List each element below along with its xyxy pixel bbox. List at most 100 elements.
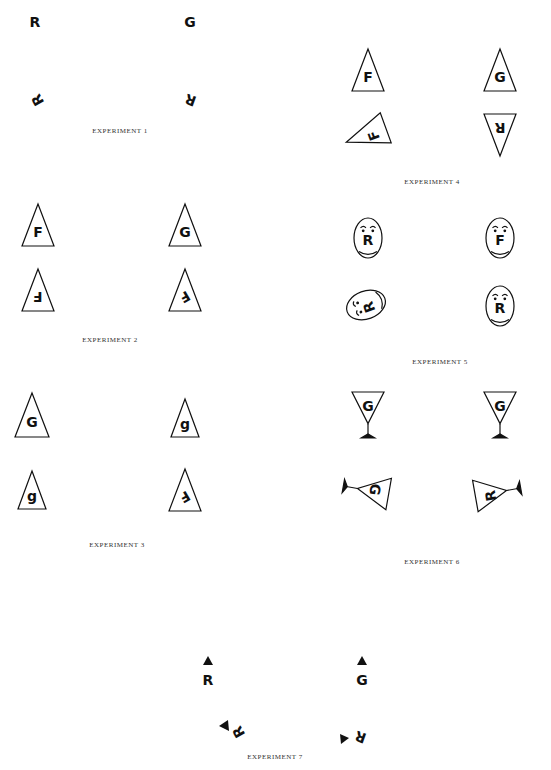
stimulus-letter: R bbox=[363, 233, 374, 247]
pointer-triangle bbox=[219, 720, 229, 731]
eye bbox=[357, 302, 359, 304]
stimulus-outline bbox=[483, 113, 517, 157]
stimulus-letter: G bbox=[362, 399, 374, 413]
face-outline bbox=[486, 218, 514, 258]
triangle-outline bbox=[341, 113, 391, 157]
triangle-outline bbox=[484, 114, 516, 156]
smile bbox=[491, 319, 509, 322]
stimulus-letter: R bbox=[30, 15, 41, 29]
face-stimulus: R bbox=[485, 285, 515, 327]
stimulus-outline bbox=[483, 391, 517, 439]
eyebrows bbox=[493, 226, 508, 228]
eye bbox=[494, 298, 496, 300]
stimulus-letter: R bbox=[229, 724, 247, 740]
triangle-stimulus: g bbox=[170, 398, 200, 438]
stimulus-letter: F bbox=[177, 489, 192, 506]
face-stimulus: R bbox=[341, 284, 391, 327]
stimulus-letter: G bbox=[179, 225, 191, 239]
goblet-stem bbox=[499, 424, 500, 435]
goblet-stimulus: G bbox=[339, 469, 392, 511]
goblet-bowl bbox=[352, 392, 384, 424]
stimulus-letter: G bbox=[494, 399, 506, 413]
face-outline bbox=[342, 285, 389, 325]
stimulus-letter: F bbox=[366, 129, 382, 143]
eye bbox=[494, 230, 496, 232]
face-stimulus: R bbox=[353, 217, 383, 259]
triangle-stimulus: G bbox=[168, 203, 202, 247]
stimulus-letter: F bbox=[33, 290, 43, 304]
stimulus-letter: G bbox=[356, 673, 368, 687]
panel-caption: EXPERIMENT 4 bbox=[404, 179, 459, 186]
goblet-base bbox=[493, 434, 507, 438]
face-outline bbox=[486, 286, 514, 326]
triangle-outline bbox=[22, 204, 54, 246]
triangle-stimulus: G bbox=[14, 392, 50, 438]
goblet-base bbox=[361, 434, 375, 438]
triangle-outline bbox=[169, 204, 201, 246]
stimulus-letter: F bbox=[363, 70, 373, 84]
stimulus-letter: G bbox=[367, 482, 383, 496]
stimulus-letter: G bbox=[494, 70, 506, 84]
stimulus-letter: R bbox=[495, 121, 506, 135]
eye bbox=[504, 230, 506, 232]
stimulus-letter: F bbox=[177, 289, 192, 306]
stimulus-letter: G bbox=[26, 415, 38, 429]
stimulus-letter: F bbox=[33, 225, 43, 239]
panel-caption: EXPERIMENT 1 bbox=[92, 128, 147, 135]
goblet-stimulus: G bbox=[351, 391, 385, 439]
triangle-stimulus: F bbox=[340, 112, 393, 159]
triangle-outline bbox=[171, 399, 199, 437]
pointer-triangle bbox=[340, 734, 349, 744]
goblet-base bbox=[342, 479, 348, 493]
panel-caption: EXPERIMENT 6 bbox=[404, 559, 459, 566]
stimulus-outline bbox=[471, 471, 524, 513]
stimulus-letter: R bbox=[495, 301, 506, 315]
panel-caption: EXPERIMENT 2 bbox=[82, 337, 137, 344]
triangle-stimulus: F bbox=[351, 48, 385, 92]
goblet-bowl bbox=[473, 475, 510, 512]
stimulus-letter: F bbox=[495, 233, 505, 247]
stimulus-letter: R bbox=[353, 729, 368, 746]
stimulus-letter: R bbox=[183, 92, 198, 109]
goblet-stimulus: R bbox=[471, 471, 524, 513]
smile bbox=[376, 291, 385, 309]
pointer-triangle bbox=[203, 656, 213, 665]
stimulus-outline bbox=[351, 391, 385, 439]
stimulus-letter: R bbox=[203, 673, 214, 687]
stimulus-letter: G bbox=[184, 15, 196, 29]
triangle-stimulus: R bbox=[483, 113, 517, 157]
triangle-outline bbox=[169, 269, 201, 311]
panel-caption: EXPERIMENT 3 bbox=[89, 542, 144, 549]
eyebrows bbox=[493, 294, 508, 296]
face-outline bbox=[354, 218, 382, 258]
eyebrows bbox=[361, 226, 376, 228]
triangle-outline bbox=[18, 471, 46, 509]
face-stimulus: F bbox=[485, 217, 515, 259]
triangle-outline bbox=[15, 393, 49, 437]
stimulus-letter: g bbox=[27, 489, 37, 503]
triangle-stimulus: F bbox=[21, 203, 55, 247]
goblet-bowl bbox=[484, 392, 516, 424]
goblet-stem bbox=[346, 487, 357, 489]
eyebrows bbox=[353, 301, 360, 316]
triangle-outline bbox=[484, 49, 516, 91]
triangle-outline bbox=[22, 269, 54, 311]
goblet-stimulus: G bbox=[483, 391, 517, 439]
goblet-base bbox=[516, 481, 522, 495]
stimulus-letter: R bbox=[28, 92, 46, 108]
goblet-stem bbox=[507, 489, 518, 491]
smile bbox=[491, 251, 509, 254]
triangle-stimulus: F bbox=[168, 468, 202, 512]
panel-caption: EXPERIMENT 7 bbox=[247, 754, 302, 761]
goblet-bowl bbox=[355, 473, 392, 510]
pointer-triangle bbox=[357, 656, 367, 665]
stimulus-letter: R bbox=[360, 300, 377, 315]
triangle-outline bbox=[169, 469, 201, 511]
triangle-stimulus: g bbox=[17, 470, 47, 510]
eye bbox=[362, 230, 364, 232]
triangle-stimulus: G bbox=[483, 48, 517, 92]
stimulus-letter: R bbox=[483, 489, 499, 502]
triangle-outline bbox=[352, 49, 384, 91]
